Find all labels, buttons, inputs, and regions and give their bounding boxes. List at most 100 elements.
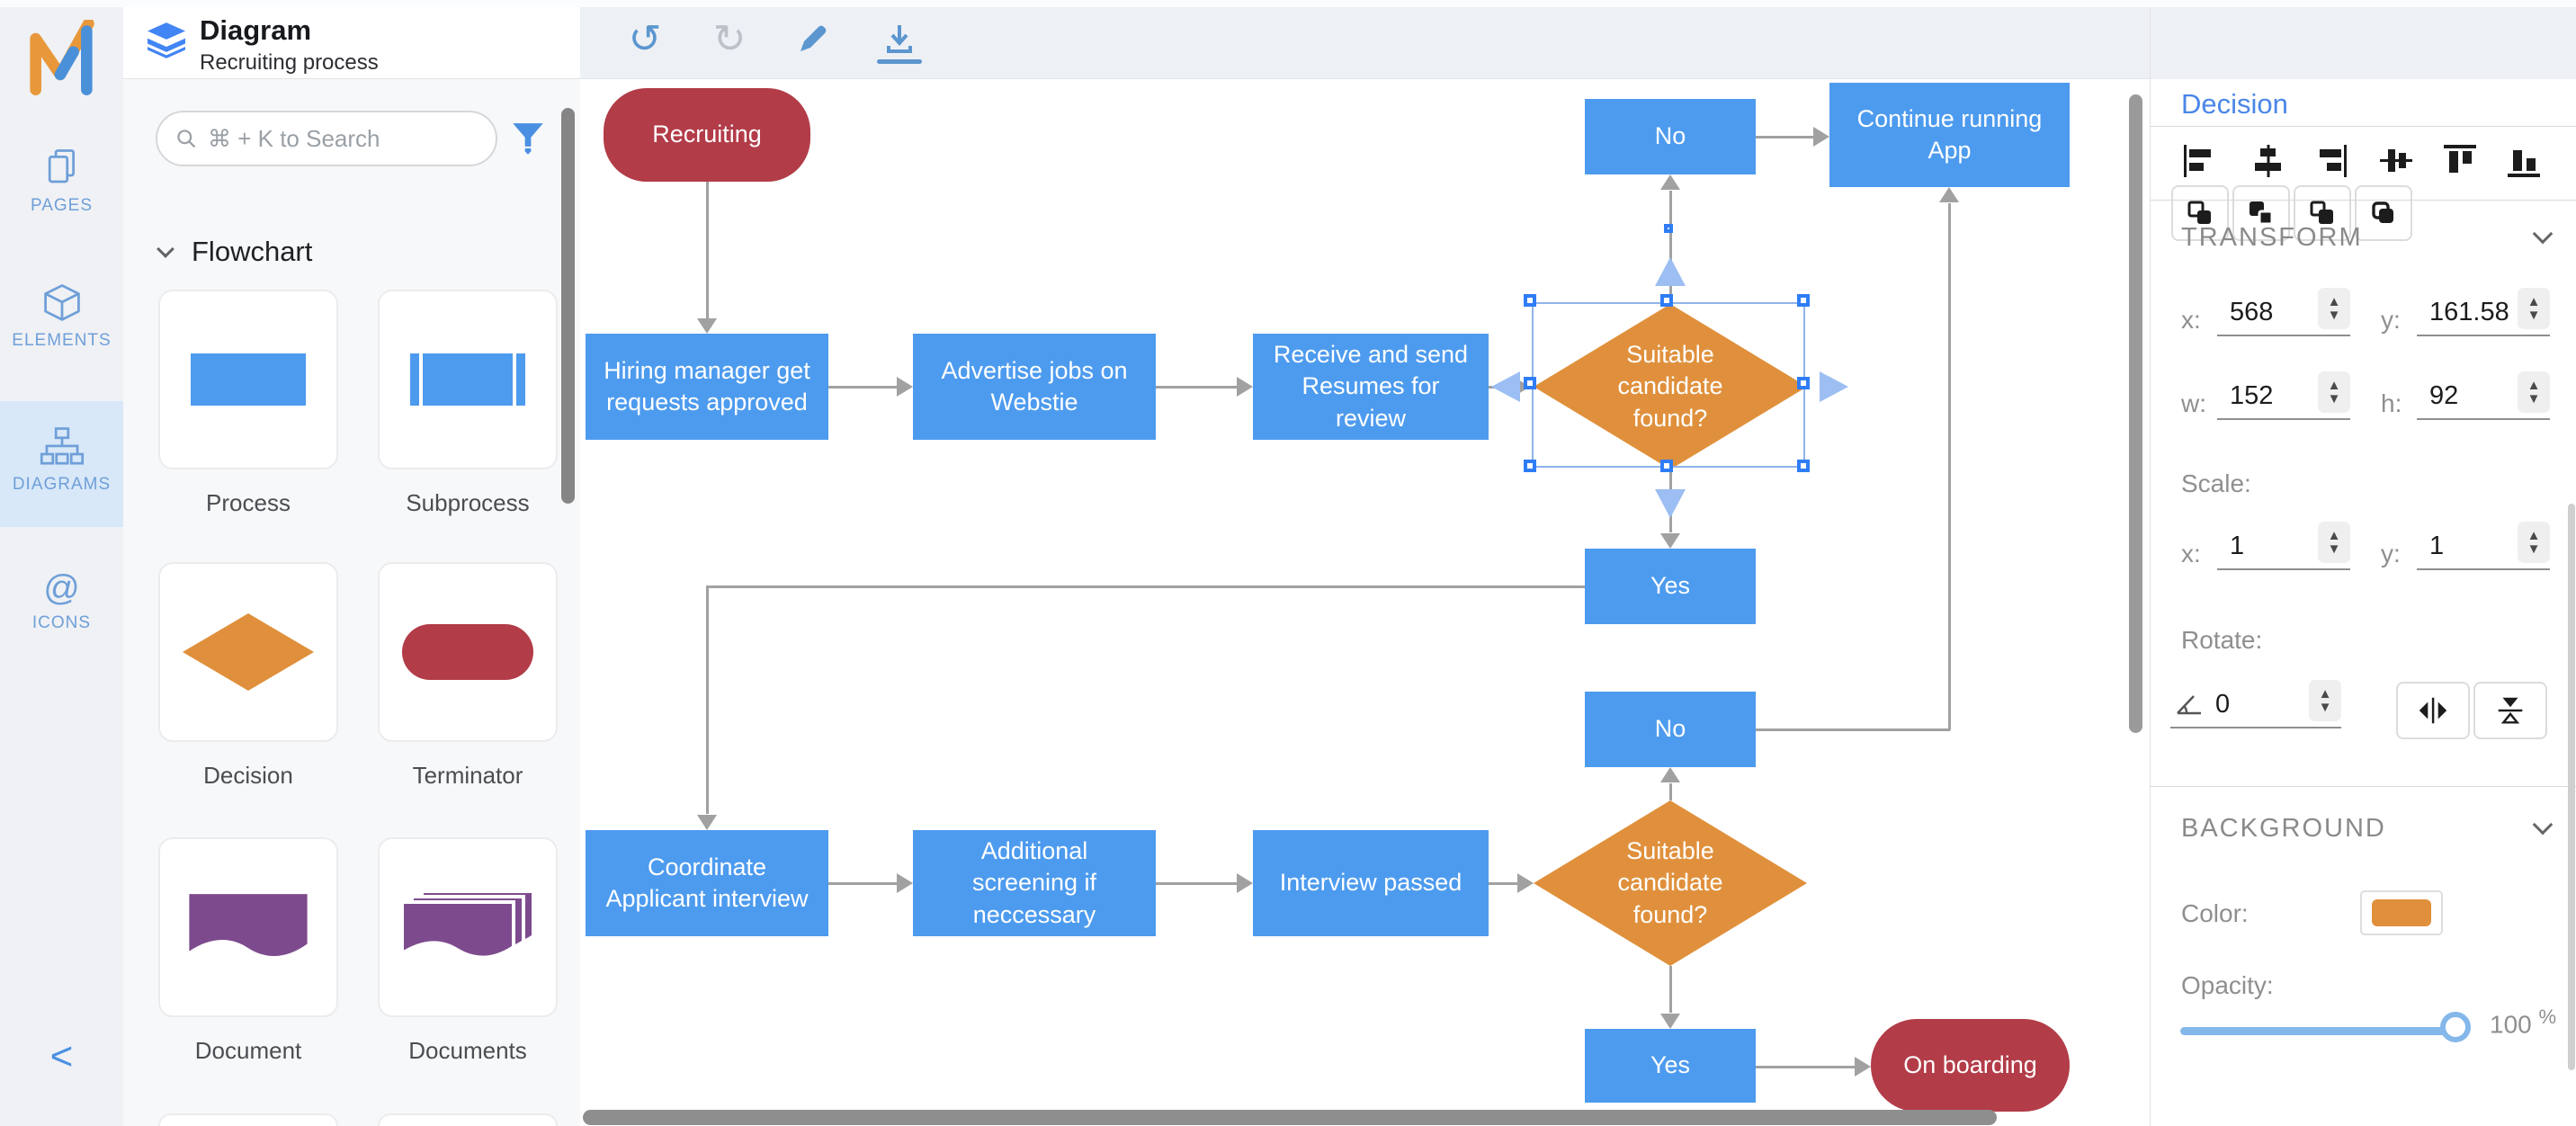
node-yes-2[interactable]: Yes (1585, 1029, 1756, 1103)
scale-x-stepper[interactable]: ▲▼ (2318, 522, 2350, 563)
selection-handle[interactable] (1524, 460, 1536, 472)
node-receive[interactable]: Receive and send Resumes for review (1253, 334, 1489, 440)
connector-line[interactable] (1756, 728, 1950, 731)
sidebar-item-icons[interactable]: @ ICONS (0, 558, 123, 657)
scale-x-input[interactable] (2217, 532, 2318, 568)
selection-handle[interactable] (1797, 294, 1810, 307)
connector-line[interactable] (1669, 783, 1672, 800)
download-button[interactable] (874, 14, 925, 65)
connector-line[interactable] (1756, 136, 1813, 139)
node-decision-2[interactable]: Suitable candidate found? (1534, 800, 1807, 966)
y-input[interactable] (2417, 298, 2518, 335)
align-center-vertical-button[interactable] (2248, 140, 2289, 182)
h-field[interactable]: ▲▼ (2417, 371, 2550, 420)
x-field[interactable]: ▲▼ (2217, 288, 2350, 336)
shape-card-terminator[interactable] (378, 562, 558, 742)
connector-line[interactable] (706, 585, 1585, 588)
node-no-2[interactable]: No (1585, 692, 1756, 767)
chevron-down-icon[interactable] (2532, 223, 2554, 245)
align-left-button[interactable] (2178, 140, 2220, 182)
scale-x-field[interactable]: ▲▼ (2217, 522, 2350, 570)
y-stepper[interactable]: ▲▼ (2518, 288, 2550, 329)
background-color-swatch[interactable] (2360, 890, 2443, 935)
h-stepper[interactable]: ▲▼ (2518, 371, 2550, 413)
flowchart-section-header[interactable]: Flowchart (157, 236, 312, 268)
node-coordinate[interactable]: Coordinate Applicant interview (586, 830, 828, 936)
selection-handle[interactable] (1797, 460, 1810, 472)
selection-handle[interactable] (1660, 460, 1673, 472)
selection-handle[interactable] (1660, 294, 1673, 307)
search-bar[interactable] (156, 111, 497, 166)
y-field[interactable]: ▲▼ (2417, 288, 2550, 336)
connector-line[interactable] (706, 585, 709, 814)
connector-endpoint-handle[interactable] (1664, 224, 1673, 233)
moqups-logo-icon[interactable] (27, 20, 95, 95)
shape-card-process[interactable] (158, 290, 338, 469)
canvas-vertical-scrollbar[interactable] (2129, 94, 2142, 733)
w-stepper[interactable]: ▲▼ (2318, 371, 2350, 413)
panel-scrollbar[interactable] (561, 108, 575, 504)
bring-forward-button[interactable] (2171, 185, 2229, 241)
shape-card-subprocess[interactable] (378, 290, 558, 469)
connector-line[interactable] (1948, 203, 1951, 730)
chevron-down-icon[interactable] (2532, 814, 2554, 836)
shape-card-decision[interactable] (158, 562, 338, 742)
x-stepper[interactable]: ▲▼ (2318, 288, 2350, 329)
rotate-stepper[interactable]: ▲▼ (2309, 680, 2341, 721)
connector-line[interactable] (828, 882, 897, 885)
node-decision-1[interactable]: Suitable candidate found? (1534, 304, 1807, 469)
send-to-back-button[interactable] (2355, 185, 2412, 241)
sidebar-item-elements[interactable]: ELEMENTS (0, 270, 123, 369)
quick-connect-left-arrow[interactable] (1491, 371, 1520, 402)
node-yes-1[interactable]: Yes (1585, 549, 1756, 624)
redo-button[interactable]: ↻ (704, 14, 755, 65)
undo-button[interactable]: ↺ (620, 14, 670, 65)
shape-card-documents[interactable] (378, 837, 558, 1017)
quick-connect-up-arrow[interactable] (1655, 257, 1686, 286)
collapse-sidebar-chevron[interactable]: < (49, 1034, 74, 1078)
connector-line[interactable] (1669, 191, 1672, 304)
node-advertise[interactable]: Advertise jobs on Webstie (913, 334, 1156, 440)
x-input[interactable] (2217, 298, 2318, 335)
connector-line[interactable] (1669, 966, 1672, 1013)
node-hiring[interactable]: Hiring manager get requests approved (586, 334, 828, 440)
connector-line[interactable] (1489, 882, 1517, 885)
shape-card-partial[interactable] (158, 1113, 338, 1126)
align-right-button[interactable] (2312, 140, 2353, 182)
inspector-scrollbar[interactable] (2568, 504, 2575, 1070)
sidebar-item-pages[interactable]: PAGES (0, 135, 123, 234)
flip-vertical-button[interactable] (2473, 682, 2547, 739)
align-bottom-button[interactable] (2503, 140, 2545, 182)
w-input[interactable] (2217, 381, 2318, 418)
scale-y-input[interactable] (2417, 532, 2518, 568)
selection-handle[interactable] (1797, 377, 1810, 389)
send-backward-button[interactable] (2232, 185, 2290, 241)
flip-horizontal-button[interactable] (2396, 682, 2470, 739)
canvas-horizontal-scrollbar[interactable] (583, 1110, 1997, 1125)
rotate-field[interactable]: ▲▼ (2170, 680, 2341, 728)
connector-line[interactable] (1156, 386, 1237, 389)
h-input[interactable] (2417, 381, 2518, 418)
connector-line[interactable] (1156, 882, 1237, 885)
scale-y-stepper[interactable]: ▲▼ (2518, 522, 2550, 563)
sidebar-item-diagrams[interactable]: DIAGRAMS (0, 401, 123, 527)
node-interview[interactable]: Interview passed (1253, 830, 1489, 936)
rotate-input[interactable] (2203, 690, 2309, 727)
selection-handle[interactable] (1524, 294, 1536, 307)
node-no-1[interactable]: No (1585, 99, 1756, 174)
node-onboarding[interactable]: On boarding (1871, 1019, 2070, 1112)
edit-pencil-button[interactable] (787, 14, 837, 65)
shape-card-partial[interactable] (378, 1113, 558, 1126)
scale-y-field[interactable]: ▲▼ (2417, 522, 2550, 570)
node-additional[interactable]: Additional screening if neccessary (913, 830, 1156, 936)
quick-connect-down-arrow[interactable] (1655, 489, 1686, 518)
node-recruiting[interactable]: Recruiting (604, 88, 810, 182)
filter-funnel-icon[interactable] (512, 122, 544, 156)
selection-handle[interactable] (1524, 377, 1536, 389)
shape-card-document[interactable] (158, 837, 338, 1017)
bring-to-front-button[interactable] (2294, 185, 2351, 241)
search-input[interactable] (208, 124, 478, 153)
opacity-slider-thumb[interactable] (2440, 1012, 2471, 1042)
align-center-horizontal-button[interactable] (2375, 140, 2417, 182)
connector-line[interactable] (706, 182, 709, 318)
